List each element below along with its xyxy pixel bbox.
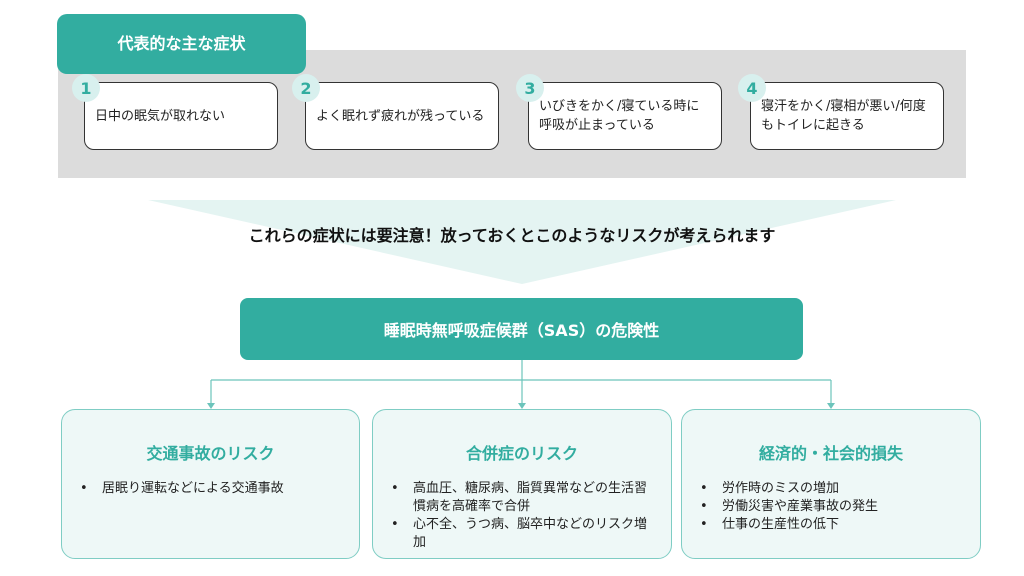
symptom-number-badge: 4	[738, 74, 766, 102]
symptom-text: よく眠れず疲れが残っている	[316, 108, 485, 124]
warning-text: これらの症状には要注意！放っておくとこのようなリスクが考えられます	[248, 226, 776, 245]
risk-bullet-list: 居眠り運転などによる交通事故	[80, 480, 347, 498]
risk-bullet: 高血圧、糖尿病、脂質異常などの生活習慣病を高確率で合併	[391, 480, 659, 516]
symptoms-title: 代表的な主な症状	[57, 14, 306, 74]
symptom-text: 寝汗をかく/寝相が悪い/何度もトイレに起きる	[761, 99, 926, 133]
symptom-text: 日中の眠気が取れない	[95, 108, 226, 124]
risk-bullet: 仕事の生産性の低下	[700, 516, 968, 534]
symptom-card-2: よく眠れず疲れが残っている	[305, 82, 499, 150]
risk-bullet-list: 労作時のミスの増加 労働災害や産業事故の発生 仕事の生産性の低下	[700, 480, 968, 534]
symptom-card-4: 寝汗をかく/寝相が悪い/何度もトイレに起きる	[750, 82, 944, 150]
sas-risk-header: 睡眠時無呼吸症候群（SAS）の危険性	[240, 298, 803, 360]
funnel-arrow	[148, 200, 896, 284]
risk-bullet: 居眠り運転などによる交通事故	[80, 480, 347, 498]
risk-card-economic: 経済的・社会的損失 労作時のミスの増加 労働災害や産業事故の発生 仕事の生産性の…	[681, 409, 981, 559]
risk-card-traffic: 交通事故のリスク 居眠り運転などによる交通事故	[61, 409, 360, 559]
symptom-number-badge: 3	[516, 74, 544, 102]
symptom-card-3: いびきをかく/寝ている時に呼吸が止まっている	[528, 82, 722, 150]
symptom-number-badge: 2	[292, 74, 320, 102]
symptom-card-1: 日中の眠気が取れない	[84, 82, 278, 150]
risk-bullet: 労働災害や産業事故の発生	[700, 498, 968, 516]
risk-bullet: 労作時のミスの増加	[700, 480, 968, 498]
risk-title: 経済的・社会的損失	[758, 444, 903, 463]
risk-title: 合併症のリスク	[465, 444, 578, 463]
symptom-text: いびきをかく/寝ている時に呼吸が止まっている	[539, 99, 700, 133]
risk-bullet: 心不全、うつ病、脳卒中などのリスク増加	[391, 516, 659, 552]
symptom-number-badge: 1	[72, 74, 100, 102]
risk-bullet-list: 高血圧、糖尿病、脂質異常などの生活習慣病を高確率で合併 心不全、うつ病、脳卒中な…	[391, 480, 659, 552]
risk-card-complication: 合併症のリスク 高血圧、糖尿病、脂質異常などの生活習慣病を高確率で合併 心不全、…	[372, 409, 672, 559]
risk-title: 交通事故のリスク	[146, 444, 275, 463]
